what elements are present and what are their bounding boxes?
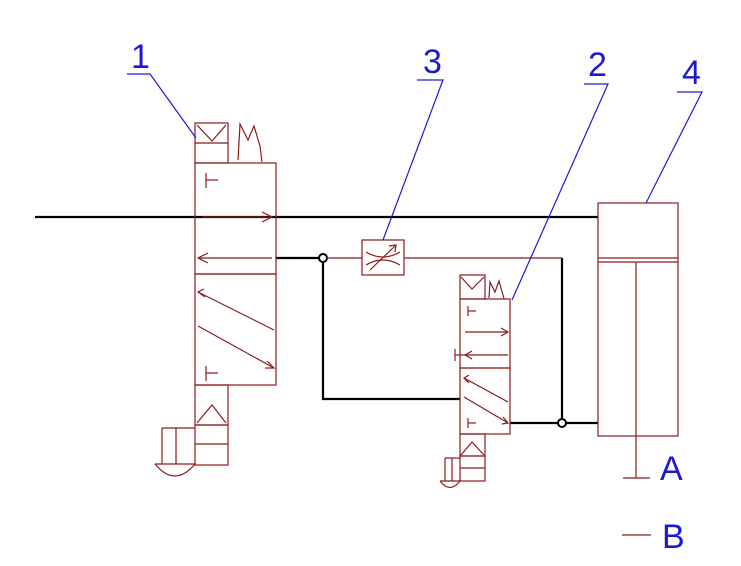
valve-1 xyxy=(154,121,277,477)
callout-1: 1 xyxy=(131,38,150,76)
leader-lines xyxy=(127,73,703,301)
cylinder-4 xyxy=(597,202,679,479)
position-label-a: A xyxy=(660,450,683,488)
valve-2 xyxy=(439,274,511,489)
position-label-b: B xyxy=(662,518,685,556)
callout-4: 4 xyxy=(682,54,701,92)
callout-2: 2 xyxy=(588,46,607,84)
pipe-lines xyxy=(35,215,598,425)
junction-right xyxy=(557,418,567,428)
callout-3: 3 xyxy=(423,43,442,81)
throttle-valve-3 xyxy=(361,239,405,276)
junction-left xyxy=(318,253,328,263)
